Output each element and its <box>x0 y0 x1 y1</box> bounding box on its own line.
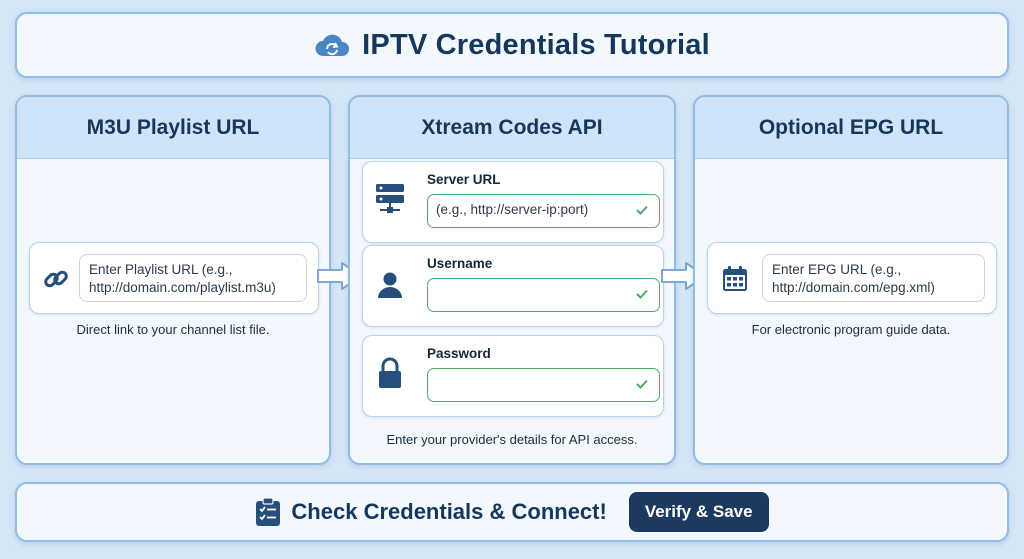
username-card: Username <box>362 245 664 327</box>
password-label: Password <box>427 346 491 361</box>
calendar-icon <box>723 266 747 291</box>
m3u-panel: M3U Playlist URL Enter Playlist URL (e.g… <box>15 95 331 465</box>
epg-title: Optional EPG URL <box>695 97 1007 159</box>
epg-caption: For electronic program guide data. <box>751 322 951 337</box>
check-icon <box>636 205 648 215</box>
server-url-label: Server URL <box>427 172 501 187</box>
playlist-url-input[interactable]: Enter Playlist URL (e.g., http://domain.… <box>79 254 307 302</box>
username-input[interactable] <box>427 278 660 312</box>
header-panel: IPTV Credentials Tutorial <box>15 12 1009 78</box>
server-url-input[interactable]: (e.g., http://server-ip:port) <box>427 194 660 228</box>
m3u-title: M3U Playlist URL <box>17 97 329 159</box>
xtream-title: Xtream Codes API <box>350 97 674 159</box>
xtream-caption: Enter your provider's details for API ac… <box>386 432 638 447</box>
server-icon <box>376 184 404 213</box>
m3u-input-card: Enter Playlist URL (e.g., http://domain.… <box>29 242 319 314</box>
epg-url-input[interactable]: Enter EPG URL (e.g., http://domain.com/e… <box>762 254 985 302</box>
link-icon <box>44 270 68 288</box>
password-card: Password <box>362 335 664 417</box>
epg-panel: Optional EPG URL Enter EPG URL (e.g., ht… <box>693 95 1009 465</box>
epg-input-card: Enter EPG URL (e.g., http://domain.com/e… <box>707 242 997 314</box>
footer-panel: Check Credentials & Connect! Verify & Sa… <box>15 482 1009 542</box>
user-icon <box>378 272 402 298</box>
xtream-panel: Xtream Codes API Server URL (e.g., http:… <box>348 95 676 465</box>
check-icon <box>636 379 648 389</box>
password-input[interactable] <box>427 368 660 402</box>
page-title: IPTV Credentials Tutorial <box>362 28 710 61</box>
check-icon <box>636 289 648 299</box>
username-label: Username <box>427 256 493 271</box>
clipboard-checklist-icon <box>256 497 281 526</box>
lock-icon <box>379 357 401 388</box>
verify-save-button[interactable]: Verify & Save <box>628 492 769 532</box>
cta-text: Check Credentials & Connect! <box>291 499 607 524</box>
m3u-caption: Direct link to your channel list file. <box>76 322 270 337</box>
server-url-card: Server URL (e.g., http://server-ip:port) <box>362 161 664 243</box>
cloud-sync-icon <box>315 34 350 56</box>
